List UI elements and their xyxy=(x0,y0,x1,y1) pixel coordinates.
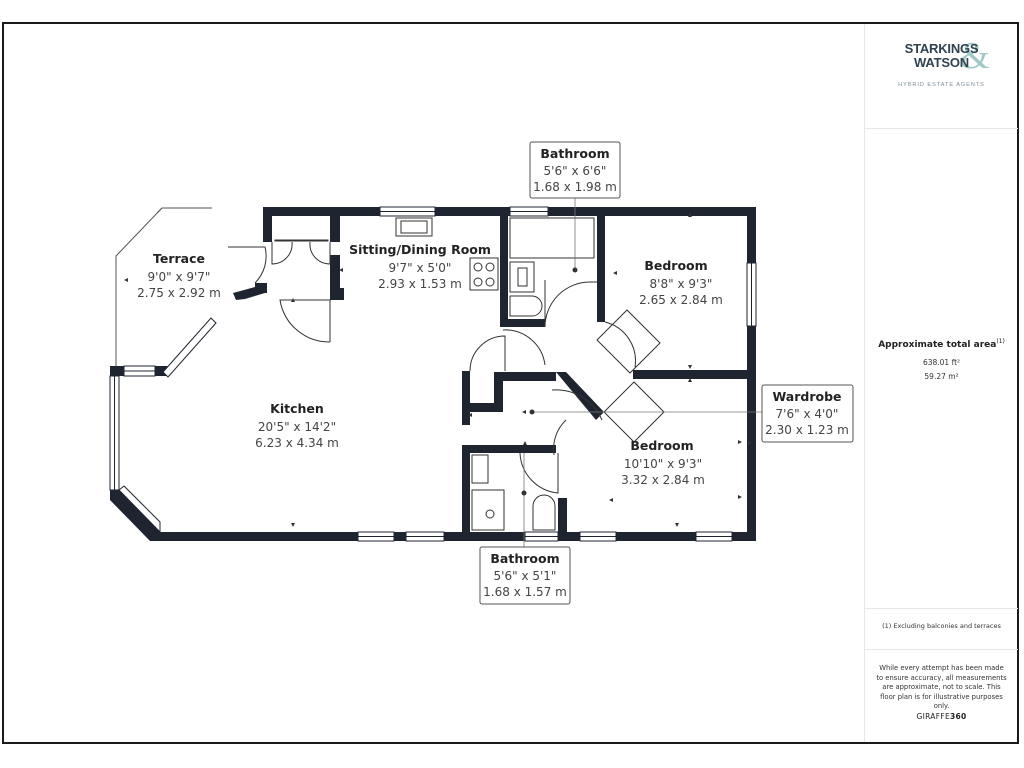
logo-line-2: WATSON xyxy=(914,55,969,70)
dimension-markers xyxy=(124,213,752,527)
logo-tagline: HYBRID ESTATE AGENTS xyxy=(898,82,985,88)
room-name: Wardrobe xyxy=(772,389,841,404)
label-box-bathroom-top: Bathroom 5'6" x 6'6" 1.68 x 1.98 m xyxy=(529,141,621,199)
toilet-top xyxy=(509,295,543,317)
room-dim-imperial: 8'8" x 9'3" xyxy=(650,277,713,291)
room-name: Bathroom xyxy=(540,146,609,161)
divider xyxy=(865,128,1018,129)
room-name: Terrace xyxy=(153,251,205,266)
room-dim-metric: 2.75 x 2.92 m xyxy=(137,286,221,300)
logo-ampersand: & xyxy=(960,35,990,77)
bath xyxy=(509,217,595,259)
area-title-text: Approximate total area xyxy=(878,340,997,350)
room-bedroom-top: Bedroom 8'8" x 9'3" 2.65 x 2.84 m xyxy=(639,258,723,307)
basin-lower xyxy=(471,454,489,484)
room-bedroom-bottom: Bedroom 10'10" x 9'3" 3.32 x 2.84 m xyxy=(621,438,705,487)
fixtures xyxy=(274,217,595,531)
area-footnote-mark: (1) xyxy=(996,338,1005,345)
room-dim-metric: 2.93 x 1.53 m xyxy=(378,277,462,291)
room-dim-imperial: 20'5" x 14'2" xyxy=(258,420,336,434)
room-sitting-dining: Sitting/Dining Room 9'7" x 5'0" 2.93 x 1… xyxy=(349,242,491,291)
agency-logo: & STARKINGS WATSON HYBRID ESTATE AGENTS xyxy=(865,35,1018,90)
room-dim-imperial: 5'6" x 6'6" xyxy=(544,164,607,178)
brand-prefix: GIRAFFE xyxy=(916,712,950,721)
room-kitchen: Kitchen 20'5" x 14'2" 6.23 x 4.34 m xyxy=(255,401,339,450)
divider xyxy=(865,608,1018,609)
room-dim-imperial: 9'0" x 9'7" xyxy=(148,270,211,284)
toilet-lower xyxy=(532,494,556,531)
room-dim-metric: 2.65 x 2.84 m xyxy=(639,293,723,307)
room-terrace: Terrace 9'0" x 9'7" 2.75 x 2.92 m xyxy=(137,251,221,300)
hob xyxy=(469,257,499,291)
disclaimer: While every attempt has been made to ens… xyxy=(876,664,1007,710)
windows xyxy=(109,206,757,542)
brand-suffix: 360 xyxy=(949,712,967,721)
info-sidebar: & STARKINGS WATSON HYBRID ESTATE AGENTS … xyxy=(864,24,1018,742)
exterior-walls xyxy=(110,207,756,541)
room-dim-imperial: 5'6" x 5'1" xyxy=(494,569,557,583)
area-sqft: 638.01 ft² xyxy=(922,358,961,367)
page-frame xyxy=(2,22,1019,744)
room-name: Bedroom xyxy=(644,258,707,273)
divider xyxy=(865,649,1018,650)
floor-plan: Terrace 9'0" x 9'7" 2.75 x 2.92 m Sittin… xyxy=(109,141,854,605)
room-name: Kitchen xyxy=(270,401,324,416)
terrace-outline xyxy=(115,207,212,366)
area-sqm: 59.27 m² xyxy=(924,372,959,381)
brand-credit: GIRAFFE360 xyxy=(865,712,1018,721)
room-dim-imperial: 10'10" x 9'3" xyxy=(624,457,702,471)
logo-line-1: STARKINGS xyxy=(904,41,979,56)
area-title: Approximate total area(1) xyxy=(865,338,1018,350)
room-name: Bathroom xyxy=(490,551,559,566)
room-dim-metric: 1.68 x 1.57 m xyxy=(483,585,567,599)
room-dim-metric: 6.23 x 4.34 m xyxy=(255,436,339,450)
area-note: (1) Excluding balconies and terraces xyxy=(882,622,1001,630)
room-dim-imperial: 7'6" x 4'0" xyxy=(776,407,839,421)
room-name: Bedroom xyxy=(630,438,693,453)
room-dim-metric: 3.32 x 2.84 m xyxy=(621,473,705,487)
label-box-bathroom-bottom: Bathroom 5'6" x 5'1" 1.68 x 1.57 m xyxy=(479,546,571,605)
room-dim-imperial: 9'7" x 5'0" xyxy=(389,261,452,275)
room-dim-metric: 2.30 x 1.23 m xyxy=(765,423,849,437)
label-box-wardrobe: Wardrobe 7'6" x 4'0" 2.30 x 1.23 m xyxy=(761,384,854,443)
room-dim-metric: 1.68 x 1.98 m xyxy=(533,180,617,194)
room-name: Sitting/Dining Room xyxy=(349,242,491,257)
